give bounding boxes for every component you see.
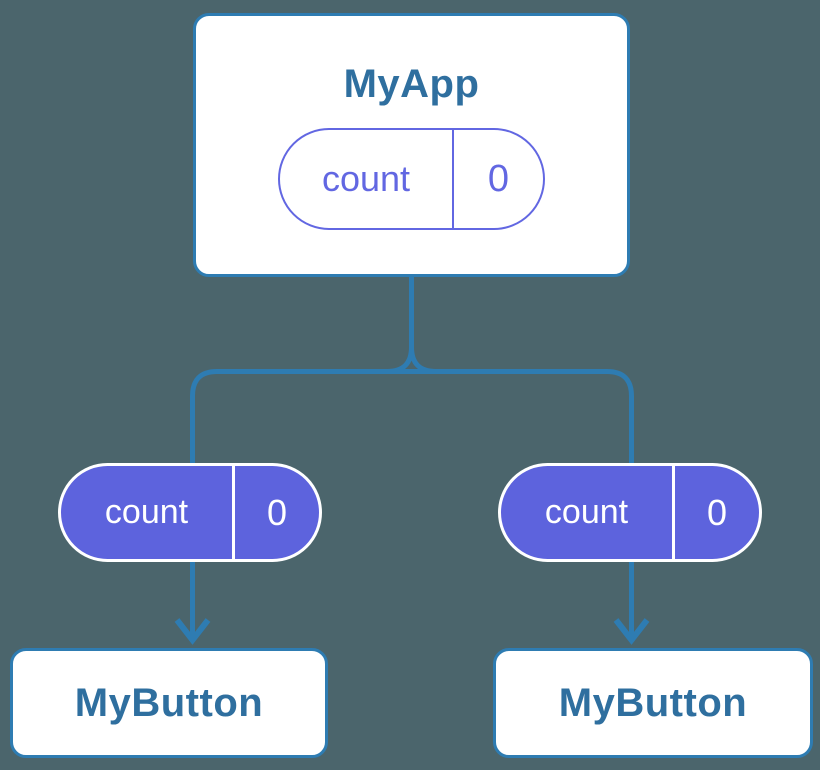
node-mybutton-left-title: MyButton bbox=[74, 681, 264, 725]
arrowhead-down-left-icon bbox=[174, 618, 211, 645]
prop-name: count bbox=[501, 466, 675, 559]
prop-value: 0 bbox=[706, 491, 728, 533]
node-myapp-title: MyApp bbox=[343, 62, 480, 106]
node-mybutton-right-title: MyButton bbox=[558, 681, 748, 725]
state-value: 0 bbox=[487, 157, 510, 200]
arrowhead-down-right-icon bbox=[613, 618, 650, 645]
prop-value: 0 bbox=[266, 491, 288, 533]
node-mybutton-left: MyButton bbox=[10, 648, 328, 758]
node-mybutton-right: MyButton bbox=[493, 648, 813, 758]
state-pill-root: count 0 bbox=[278, 128, 545, 230]
node-myapp: MyApp count 0 bbox=[193, 13, 630, 277]
prop-pill-right: count 0 bbox=[498, 463, 762, 562]
state-name: count bbox=[280, 130, 454, 228]
prop-pill-left: count 0 bbox=[58, 463, 322, 562]
connector-tree bbox=[190, 277, 634, 635]
prop-name: count bbox=[61, 466, 235, 559]
